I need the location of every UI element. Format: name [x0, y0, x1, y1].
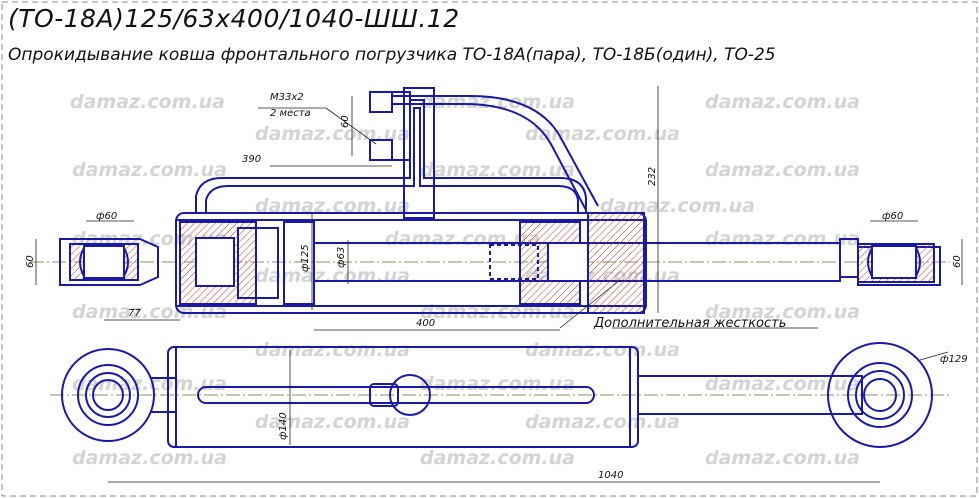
eye-left-width-label: 60 [25, 255, 36, 268]
port-thread-label: М33х2 [270, 92, 304, 103]
watermark: damaz.com.ua [70, 91, 225, 113]
eye-left-bore-label: ф60 [96, 211, 117, 222]
watermark: damaz.com.ua [705, 447, 860, 469]
piston-rod-exterior [637, 375, 863, 415]
watermark: damaz.com.ua [255, 123, 410, 145]
eye-outer-label: ф129 [940, 354, 968, 365]
eye-length-label: 77 [128, 308, 141, 319]
drawing-title: (ТО-18А)125/63х400/1040-ШШ.12 [8, 4, 460, 33]
right-eye-outer [827, 342, 933, 448]
right-eye-section [839, 238, 941, 286]
port-fitting [389, 374, 431, 416]
watermark: damaz.com.ua [255, 339, 410, 361]
exterior-view [50, 342, 950, 448]
bore-label: ф125 [300, 244, 311, 272]
body-diameter-label: ф140 [278, 412, 289, 440]
section-view [30, 87, 950, 314]
watermark: damaz.com.ua [525, 123, 680, 145]
watermark: damaz.com.ua [385, 228, 540, 250]
watermark: damaz.com.ua [72, 159, 227, 181]
watermark: damaz.com.ua [420, 91, 575, 113]
tube-lower [195, 99, 587, 213]
port-qty-label: 2 места [270, 108, 311, 119]
port-offset-label: 390 [242, 154, 261, 165]
watermark: damaz.com.ua [600, 195, 755, 217]
port-upper [369, 91, 393, 113]
dimension-lines [35, 86, 963, 331]
drawing-subtitle: Опрокидывание ковша фронтального погрузч… [8, 45, 776, 65]
watermark: damaz.com.ua [420, 447, 575, 469]
watermark: damaz.com.ua [525, 411, 680, 433]
watermark: damaz.com.ua [72, 373, 227, 395]
port-spacing-label: 60 [340, 115, 351, 128]
watermark: damaz.com.ua [420, 373, 575, 395]
eye-right-bore-label: ф60 [882, 211, 903, 222]
watermark: damaz.com.ua [705, 159, 860, 181]
rod-label: ф63 [336, 247, 347, 268]
left-eye-outer [61, 348, 155, 442]
port-lower [369, 139, 393, 161]
watermark: damaz.com.ua [255, 411, 410, 433]
watermark: damaz.com.ua [705, 301, 860, 323]
watermark: damaz.com.ua [705, 91, 860, 113]
watermark: damaz.com.ua [525, 339, 680, 361]
height-label: 232 [647, 167, 658, 186]
stroke-label: 400 [416, 318, 435, 329]
callout-note: Дополнительная жесткость [593, 316, 786, 331]
dimension-lines-bottom [108, 350, 949, 483]
watermark: damaz.com.ua [255, 195, 410, 217]
eye-right-width-label: 60 [952, 255, 963, 268]
tube-upper [392, 95, 599, 207]
watermark: damaz.com.ua [72, 447, 227, 469]
overall-length-label: 1040 [598, 470, 623, 481]
cylinder-body [175, 212, 647, 314]
left-eye-section [59, 238, 159, 286]
dimension-labels: М33х2 2 места 60 390 232 ф60 ф60 60 60 ф… [25, 92, 968, 481]
watermark: damaz.com.ua [705, 373, 860, 395]
watermark: damaz.com.ua [705, 228, 860, 250]
watermark: damaz.com.ua [420, 159, 575, 181]
